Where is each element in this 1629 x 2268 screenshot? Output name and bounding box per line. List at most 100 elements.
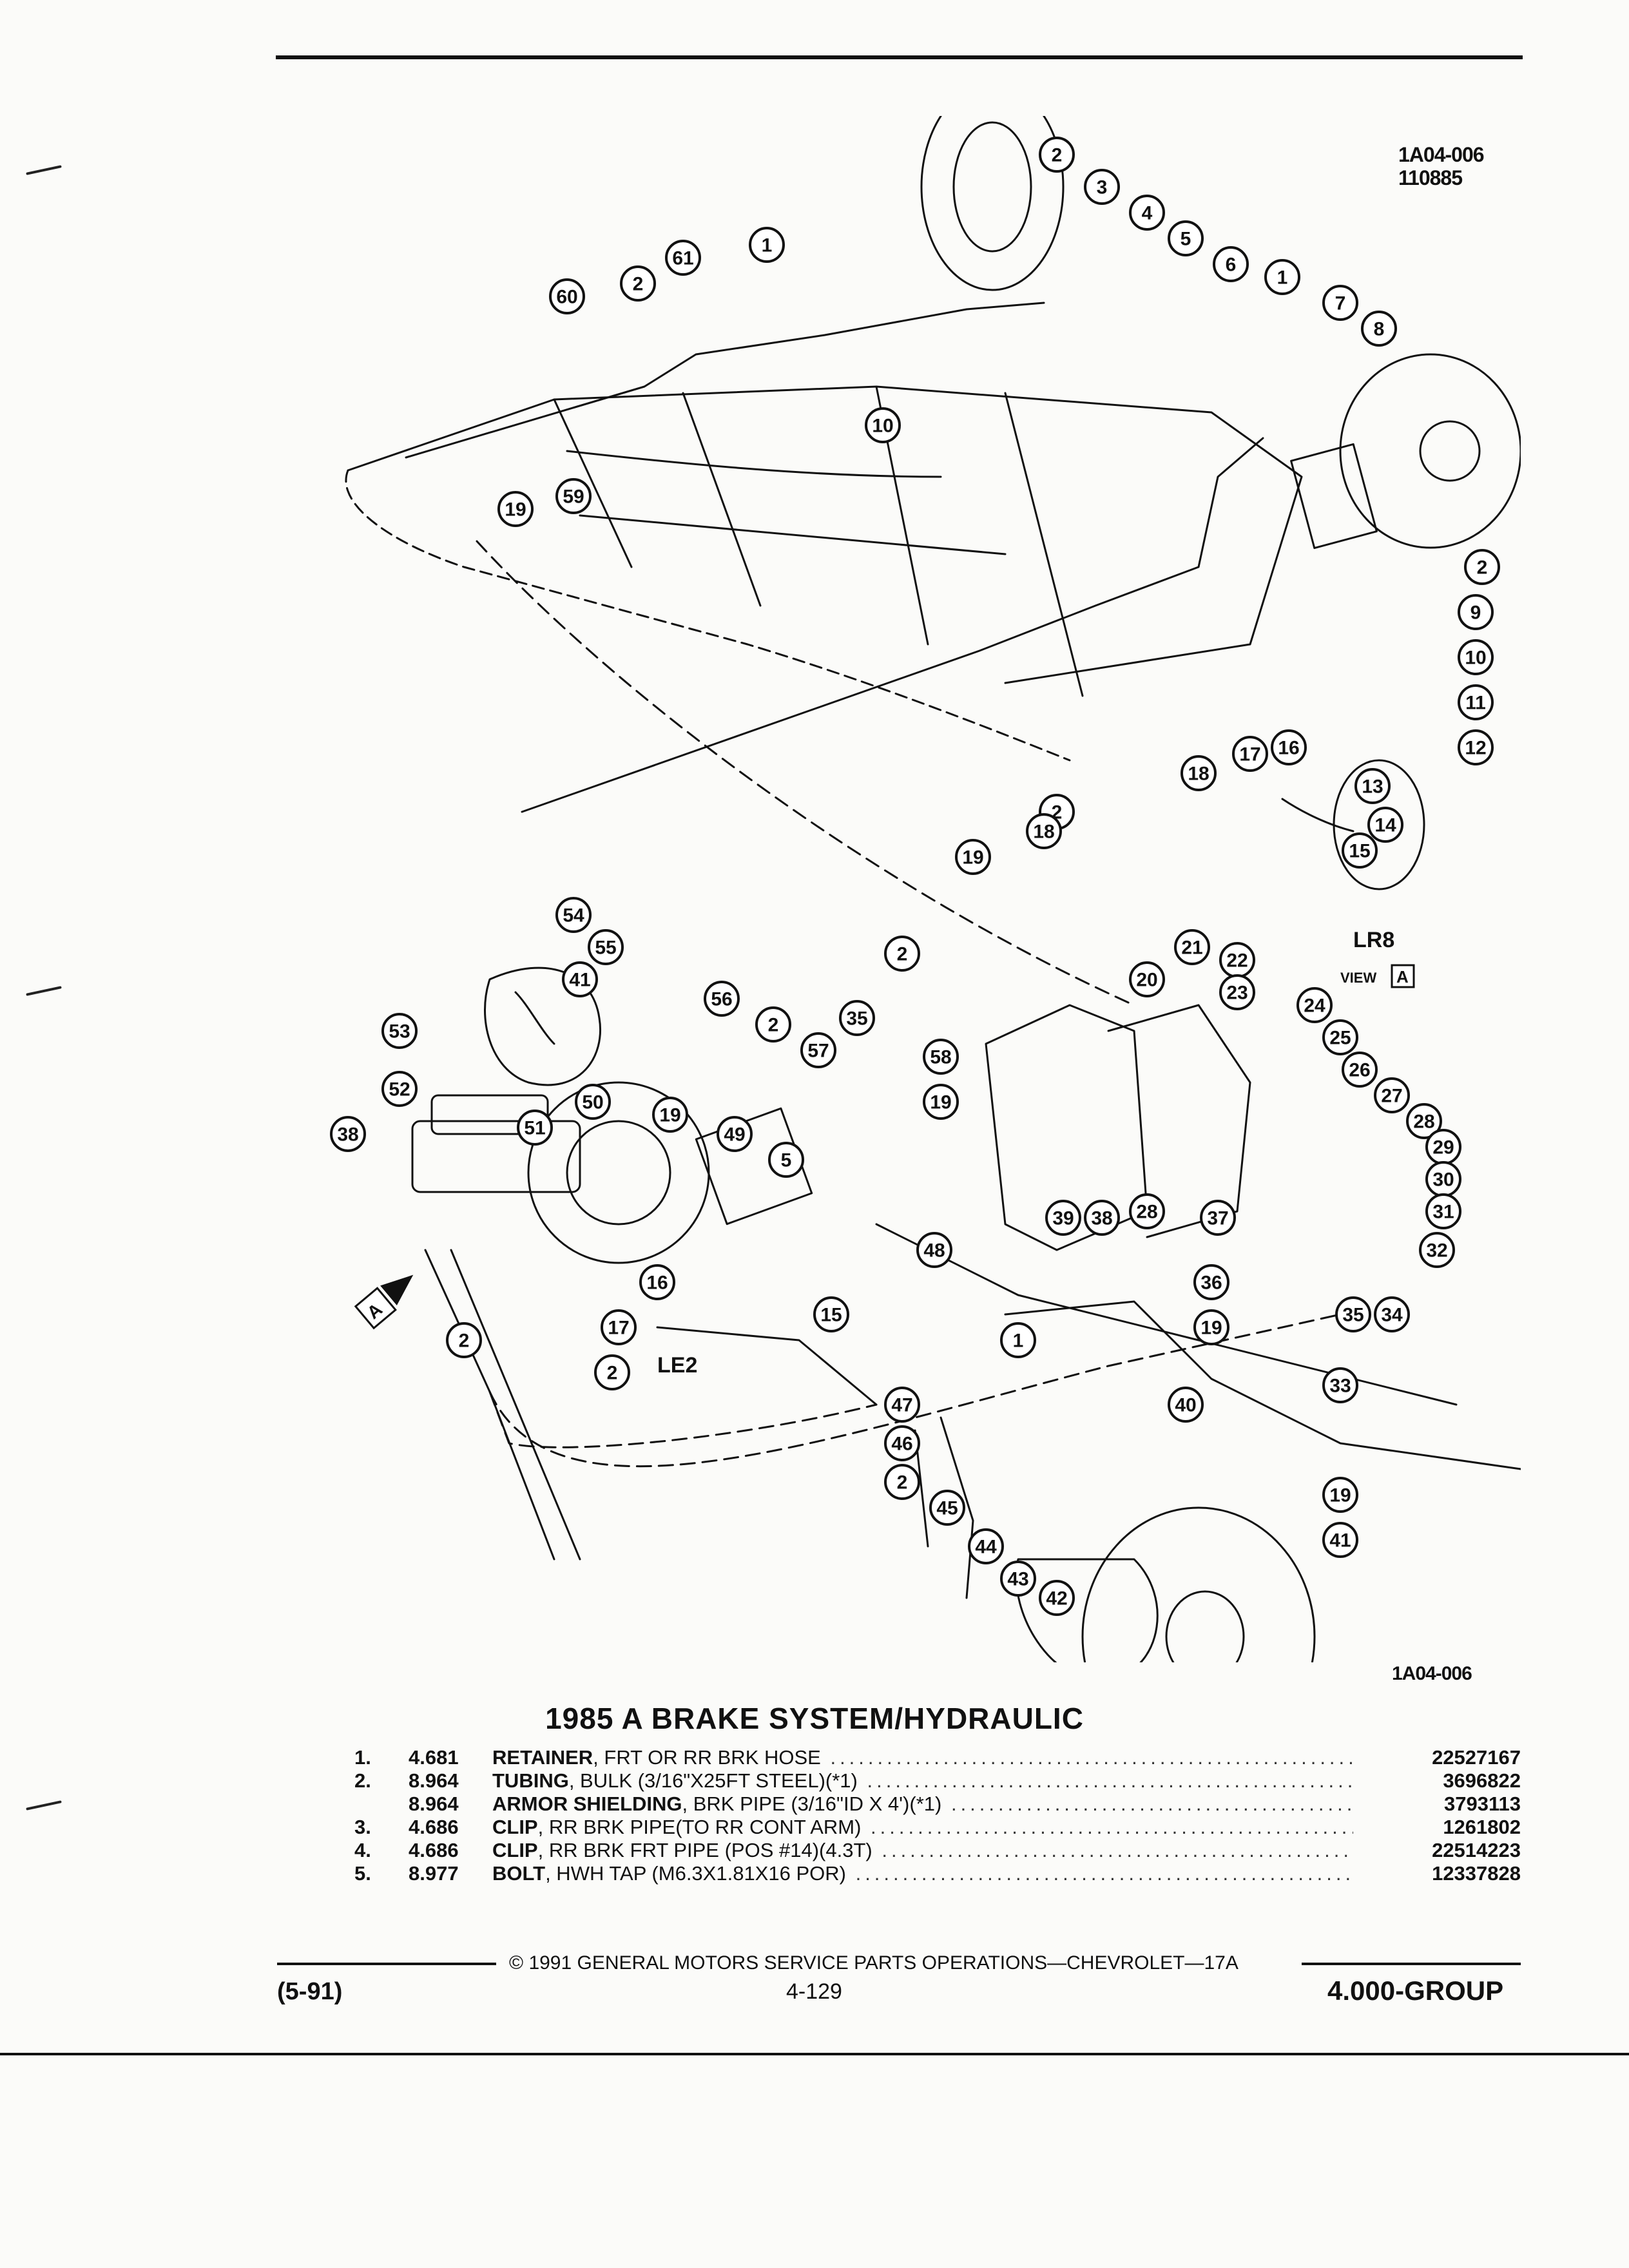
part-number: 22514223	[1432, 1839, 1521, 1861]
label-le2: LE2	[657, 1353, 697, 1378]
master-cylinder	[411, 1120, 581, 1193]
callout-13: 13	[1354, 768, 1391, 804]
callout-2: 2	[755, 1006, 791, 1043]
callout-24: 24	[1296, 987, 1333, 1023]
callout-1: 1	[1000, 1322, 1036, 1358]
margin-mark	[26, 165, 62, 175]
callout-18: 18	[1181, 755, 1217, 791]
callout-label: 2	[897, 944, 908, 965]
callout-label: 23	[1226, 983, 1248, 1004]
callout-label: 33	[1329, 1376, 1351, 1397]
part-description: TUBING, BULK (3/16"X25FT STEEL)(*1) ....…	[492, 1769, 1353, 1792]
group-code: 8.964	[409, 1769, 459, 1792]
callout-49: 49	[717, 1116, 753, 1152]
group-number: 4.000-GROUP	[1327, 1975, 1504, 2006]
part-name: BOLT	[492, 1862, 546, 1885]
callout-label: 16	[646, 1273, 668, 1294]
callout-38: 38	[1084, 1200, 1120, 1236]
callout-label: 28	[1136, 1202, 1157, 1223]
callout-57: 57	[800, 1032, 836, 1068]
callout-label: 5	[1181, 229, 1191, 250]
leader-dots: ........................................…	[871, 1816, 1353, 1838]
front-rotor-right	[1081, 1506, 1316, 1767]
part-detail: , HWH TAP (M6.3X1.81X16 POR)	[545, 1862, 846, 1885]
callout-40: 40	[1168, 1387, 1204, 1423]
part-name: RETAINER	[492, 1746, 593, 1769]
callout-label: 1	[1013, 1331, 1024, 1352]
callout-39: 39	[1045, 1200, 1081, 1236]
callout-label: 1	[1277, 267, 1288, 289]
callout-29: 29	[1425, 1129, 1461, 1165]
callout-label: 57	[807, 1041, 829, 1062]
callout-label: 45	[936, 1498, 958, 1519]
callout-label: 18	[1188, 764, 1209, 785]
figure-code: 1A04-006	[1398, 143, 1485, 166]
callout-label: 46	[891, 1434, 912, 1455]
callout-label: 4	[1142, 203, 1153, 224]
callout-label: 52	[389, 1079, 410, 1100]
callout-label: 49	[724, 1124, 745, 1146]
callout-label: 26	[1349, 1060, 1370, 1081]
callout-label: 3	[1097, 177, 1108, 198]
part-name: ARMOR SHIELDING	[492, 1792, 682, 1815]
copyright: © 1991 GENERAL MOTORS SERVICE PARTS OPER…	[509, 1952, 1239, 1974]
callout-19: 19	[955, 839, 991, 875]
callout-52: 52	[381, 1071, 418, 1107]
callout-41: 41	[562, 961, 598, 997]
callout-27: 27	[1374, 1077, 1410, 1113]
callout-50: 50	[575, 1084, 611, 1120]
callout-3: 3	[1084, 169, 1120, 205]
leader-dots: ........................................…	[855, 1862, 1353, 1885]
item-number: 1.	[354, 1746, 371, 1769]
callout-label: 60	[556, 287, 577, 308]
callout-label: 21	[1181, 937, 1202, 959]
callout-31: 31	[1425, 1193, 1461, 1229]
callout-label: 18	[1033, 822, 1054, 843]
callout-43: 43	[1000, 1561, 1036, 1597]
callout-label: 22	[1226, 950, 1248, 972]
callout-1: 1	[1264, 259, 1300, 295]
body-outline	[345, 469, 1071, 762]
callout-45: 45	[929, 1490, 965, 1526]
callout-label: 7	[1335, 293, 1346, 314]
callout-58: 58	[923, 1039, 959, 1075]
callout-label: 38	[1091, 1208, 1112, 1229]
callout-30: 30	[1425, 1161, 1461, 1197]
callout-47: 47	[884, 1387, 920, 1423]
callout-35: 35	[1335, 1296, 1371, 1332]
figure-date: 110885	[1398, 166, 1463, 189]
label-view: VIEW	[1340, 970, 1376, 986]
callout-48: 48	[916, 1232, 952, 1268]
callout-56: 56	[704, 981, 740, 1017]
callout-37: 37	[1200, 1200, 1236, 1236]
callout-17: 17	[1232, 736, 1268, 772]
callout-35: 35	[839, 1000, 875, 1036]
callout-label: 19	[930, 1092, 951, 1113]
callout-38: 38	[330, 1116, 366, 1152]
group-code: 8.977	[409, 1862, 459, 1885]
top-rule	[276, 55, 1523, 59]
part-detail: , FRT OR RR BRK HOSE	[593, 1746, 821, 1769]
callout-label: 8	[1374, 319, 1385, 340]
callout-label: 2	[1477, 557, 1488, 579]
callout-8: 8	[1361, 311, 1397, 347]
label-lr8: LR8	[1353, 928, 1394, 952]
callout-10: 10	[865, 407, 901, 443]
callout-19: 19	[923, 1084, 959, 1120]
callout-label: 48	[923, 1240, 945, 1262]
callout-2: 2	[1464, 549, 1500, 585]
callout-label: 47	[891, 1395, 912, 1416]
callout-7: 7	[1322, 285, 1358, 321]
callout-label: 61	[672, 248, 693, 269]
callout-label: 11	[1465, 693, 1486, 714]
item-number: 3.	[354, 1816, 371, 1838]
callout-6: 6	[1213, 246, 1249, 282]
callout-21: 21	[1174, 929, 1210, 965]
callout-51: 51	[517, 1110, 553, 1146]
item-number: 4.	[354, 1839, 371, 1861]
front-caliper-left	[484, 966, 601, 1086]
part-detail: , BULK (3/16"X25FT STEEL)(*1)	[568, 1769, 858, 1792]
callout-15: 15	[813, 1296, 849, 1332]
